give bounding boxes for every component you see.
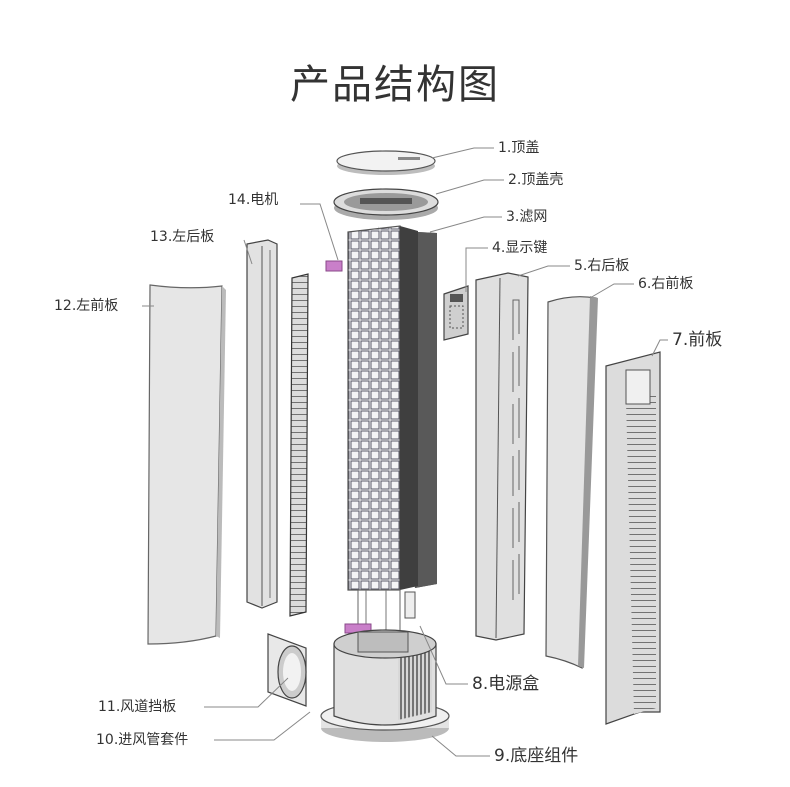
label-6: 6.右前板 <box>638 276 694 292</box>
label-2: 2.顶盖壳 <box>508 172 564 188</box>
label-10: 10.进风管套件 <box>96 732 189 748</box>
right-back-panel <box>475 272 529 641</box>
label-8: 8.电源盒 <box>472 674 540 694</box>
left-back-panel <box>246 239 278 609</box>
left-front-panel <box>147 284 226 645</box>
label-1: 1.顶盖 <box>498 140 540 156</box>
label-9: 9.底座组件 <box>494 746 579 766</box>
label-14: 14.电机 <box>228 192 279 208</box>
label-12: 12.左前板 <box>54 298 119 314</box>
display-keypad <box>443 285 469 341</box>
leader-lines <box>142 147 668 757</box>
label-13: 13.左后板 <box>150 229 215 245</box>
label-7: 7.前板 <box>672 330 723 350</box>
page-title: 产品结构图 <box>290 62 500 108</box>
label-11: 11.风道挡板 <box>98 699 177 715</box>
left-slat-bar <box>289 273 309 617</box>
right-front-panel <box>545 296 598 669</box>
air-inlet-ring <box>277 645 307 699</box>
top-cover <box>336 150 436 175</box>
label-4: 4.显示键 <box>492 240 548 256</box>
filter <box>347 225 437 633</box>
base-assembly <box>320 629 450 742</box>
top-cover-shell <box>333 188 439 220</box>
label-3: 3.滤网 <box>506 209 548 225</box>
label-5: 5.右后板 <box>574 258 630 274</box>
front-panel <box>605 351 661 725</box>
